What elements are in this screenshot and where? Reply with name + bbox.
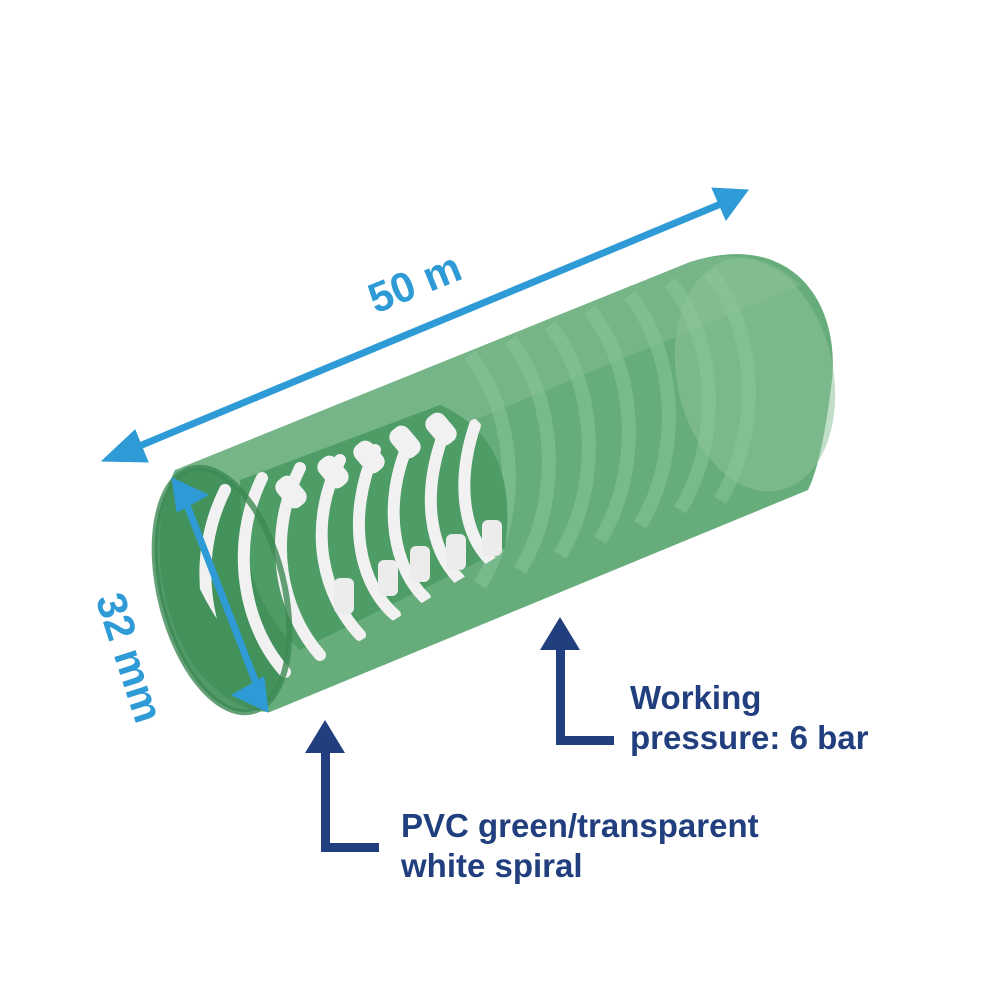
length-dimension-arrow [100, 187, 749, 463]
length-label: 50 m [361, 243, 467, 322]
pressure-callout: Working pressure: 6 bar [630, 678, 868, 758]
arrowhead-top [171, 477, 210, 513]
hose [151, 254, 836, 716]
material-arrowhead [305, 720, 345, 753]
arrowhead-right [711, 187, 749, 221]
hose-near-rim [151, 464, 293, 716]
spiral-cut-ends-top [275, 412, 457, 509]
material-callout-arrow [305, 720, 379, 852]
pressure-callout-line2: pressure: 6 bar [630, 719, 869, 756]
pressure-callout-line1: Working [630, 679, 762, 716]
diameter-dimension-arrow [171, 477, 269, 713]
pressure-arrowhead [540, 617, 580, 650]
hose-cutaway [240, 405, 508, 650]
arrowhead-left [100, 429, 149, 463]
pressure-callout-arrow [540, 617, 614, 745]
material-callout-line1: PVC green/transparent [401, 807, 759, 844]
material-callout-line2: white spiral [401, 847, 583, 884]
material-callout: PVC green/transparent white spiral [401, 806, 759, 886]
arrowhead-bottom [230, 676, 269, 713]
spiral-cut-ends-bottom [334, 520, 502, 614]
